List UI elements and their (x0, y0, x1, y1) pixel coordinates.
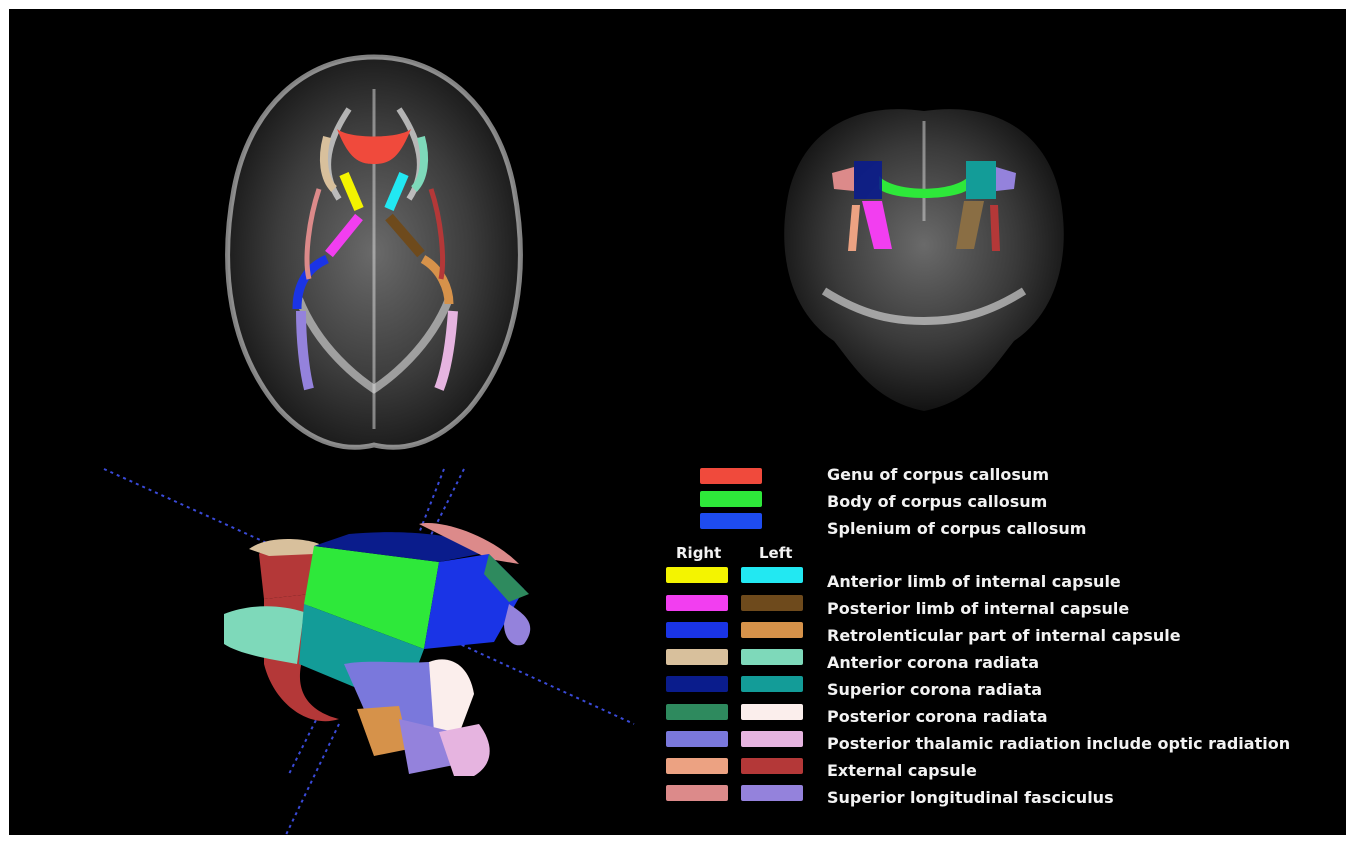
legend-swatch-right (666, 676, 728, 692)
legend-label: Superior corona radiata (827, 681, 1042, 699)
legend-label: Retrolenticular part of internal capsule (827, 627, 1181, 645)
legend-swatch-right (666, 785, 728, 801)
legend-label: Anterior limb of internal capsule (827, 573, 1121, 591)
axis-line (289, 714, 319, 774)
legend-swatch-body (700, 491, 762, 507)
legend-swatch-right (666, 758, 728, 774)
legend-swatch-left (741, 567, 803, 583)
legend-label: Superior longitudinal fasciculus (827, 789, 1114, 807)
legend-swatch-left (741, 785, 803, 801)
legend-swatch-right (666, 595, 728, 611)
legend-swatch-left (741, 676, 803, 692)
legend-swatch-right (666, 649, 728, 665)
axial-brain-slice (209, 49, 539, 459)
legend-swatch-left (741, 649, 803, 665)
legend-swatch-left (741, 704, 803, 720)
legend-swatch-right (666, 567, 728, 583)
legend-swatch-right (666, 622, 728, 638)
column-header-right: Right (676, 544, 721, 562)
legend-label-splenium: Splenium of corpus callosum (827, 520, 1086, 538)
legend-swatch-left (741, 731, 803, 747)
legend-label: Posterior thalamic radiation include opt… (827, 735, 1290, 753)
figure-panel: Genu of corpus callosum Body of corpus c… (9, 9, 1346, 835)
legend-swatch-left (741, 622, 803, 638)
legend-label: Posterior corona radiata (827, 708, 1048, 726)
legend-swatch-genu (700, 468, 762, 484)
axis-line (284, 724, 339, 835)
legend-swatch-splenium (700, 513, 762, 529)
axis-line (449, 639, 634, 724)
3d-tract-rendering (99, 464, 639, 835)
legend-label-body: Body of corpus callosum (827, 493, 1047, 511)
coronal-brain-slice (764, 101, 1084, 416)
legend-label-genu: Genu of corpus callosum (827, 466, 1049, 484)
column-header-left: Left (759, 544, 792, 562)
legend-swatch-left (741, 595, 803, 611)
legend-swatch-left (741, 758, 803, 774)
axis-line (104, 469, 269, 544)
legend-label: Anterior corona radiata (827, 654, 1039, 672)
legend-label: External capsule (827, 762, 977, 780)
legend-label: Posterior limb of internal capsule (827, 600, 1129, 618)
legend-swatch-right (666, 731, 728, 747)
legend-swatch-right (666, 704, 728, 720)
